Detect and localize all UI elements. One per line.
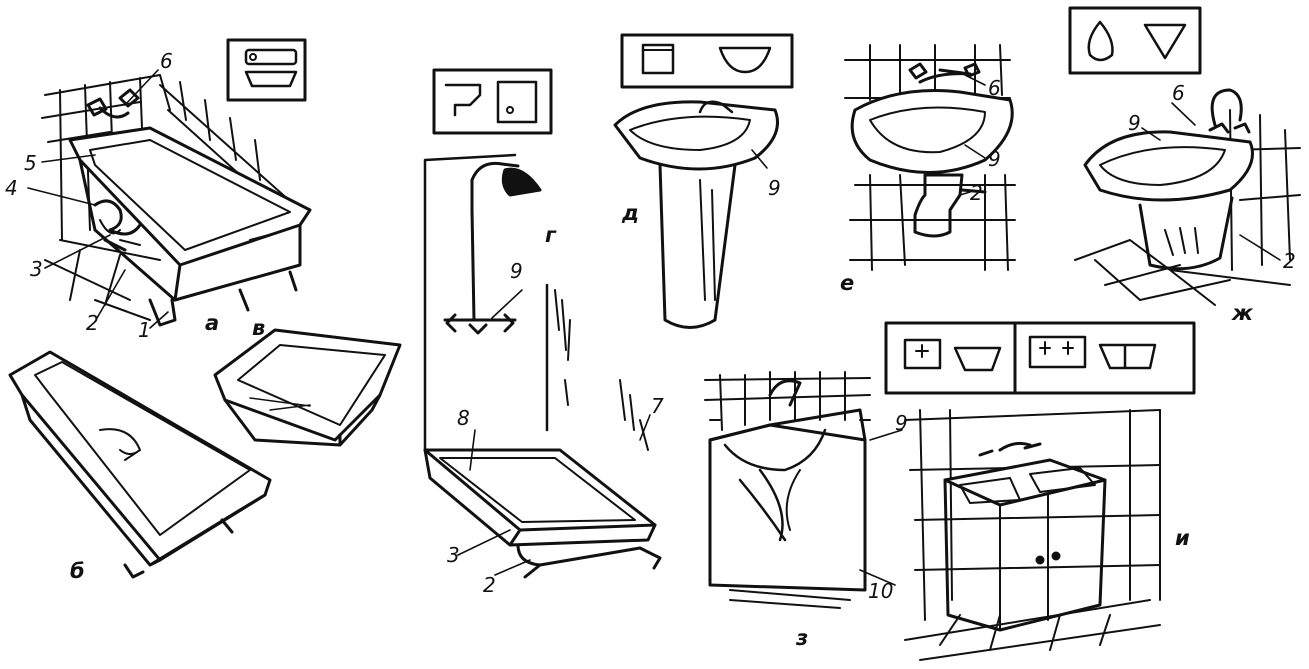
symbol-box-d <box>622 35 792 87</box>
symbol-box-i <box>886 323 1194 393</box>
callout-6-e: 6 <box>988 76 1001 100</box>
faucet-a <box>88 90 138 117</box>
symbol-box-a <box>228 40 305 100</box>
panel-letter-g: г <box>545 223 557 247</box>
faucet-e <box>910 64 979 82</box>
callout-8-g: 8 <box>457 406 470 430</box>
shower-tray <box>425 450 655 545</box>
callout-6-zh: 6 <box>1172 81 1185 105</box>
callout-10-z: 10 <box>868 579 893 603</box>
callout-9-e: 9 <box>988 147 1001 171</box>
panel-letter-v: в <box>252 316 265 340</box>
callout-5-a: 5 <box>24 151 37 175</box>
panel-g-shower <box>425 70 660 577</box>
faucet-i <box>980 443 1040 455</box>
panel-letter-b: б <box>70 559 85 583</box>
callout-6-a: 6 <box>160 49 173 73</box>
panel-v-square-tub <box>215 330 400 445</box>
bathtub-a <box>70 128 310 325</box>
callout-4-a: 4 <box>5 176 18 200</box>
callout-2-a: 2 <box>86 311 99 335</box>
callout-2-g: 2 <box>483 573 496 597</box>
callout-2-e: 2 <box>970 181 983 205</box>
panel-a-bathtub <box>28 40 310 328</box>
drain-pipe-g <box>518 545 660 577</box>
panel-d-washbasin <box>615 35 792 328</box>
panel-letter-a: а <box>205 311 219 335</box>
callout-9-d: 9 <box>768 176 781 200</box>
pedestal-d <box>660 165 735 328</box>
panel-letter-zh: ж <box>1231 301 1254 325</box>
callout-3-a: 3 <box>30 257 43 281</box>
panel-z-kitchen-sink <box>705 372 902 608</box>
cabinet-i <box>945 460 1105 630</box>
callout-9-zh: 9 <box>1128 111 1141 135</box>
shower-head <box>472 163 540 320</box>
panel-zh-bidet <box>1070 8 1300 305</box>
symbol-box-g <box>434 70 551 133</box>
callout-7-g: 7 <box>651 394 664 418</box>
panel-letter-e: е <box>840 271 854 295</box>
callout-2-zh: 2 <box>1283 249 1296 273</box>
callout-1-a: 1 <box>138 318 151 342</box>
shower-mixer <box>445 315 515 333</box>
callout-9-g: 9 <box>510 259 523 283</box>
panel-letter-d: д <box>621 201 639 225</box>
callout-3-g: 3 <box>447 543 460 567</box>
callout-9-z: 9 <box>895 411 908 435</box>
panel-letter-z: з <box>795 626 808 650</box>
panel-letter-i: и <box>1175 526 1190 550</box>
panel-i-double-sink <box>886 323 1194 660</box>
symbol-box-zh <box>1070 8 1200 73</box>
